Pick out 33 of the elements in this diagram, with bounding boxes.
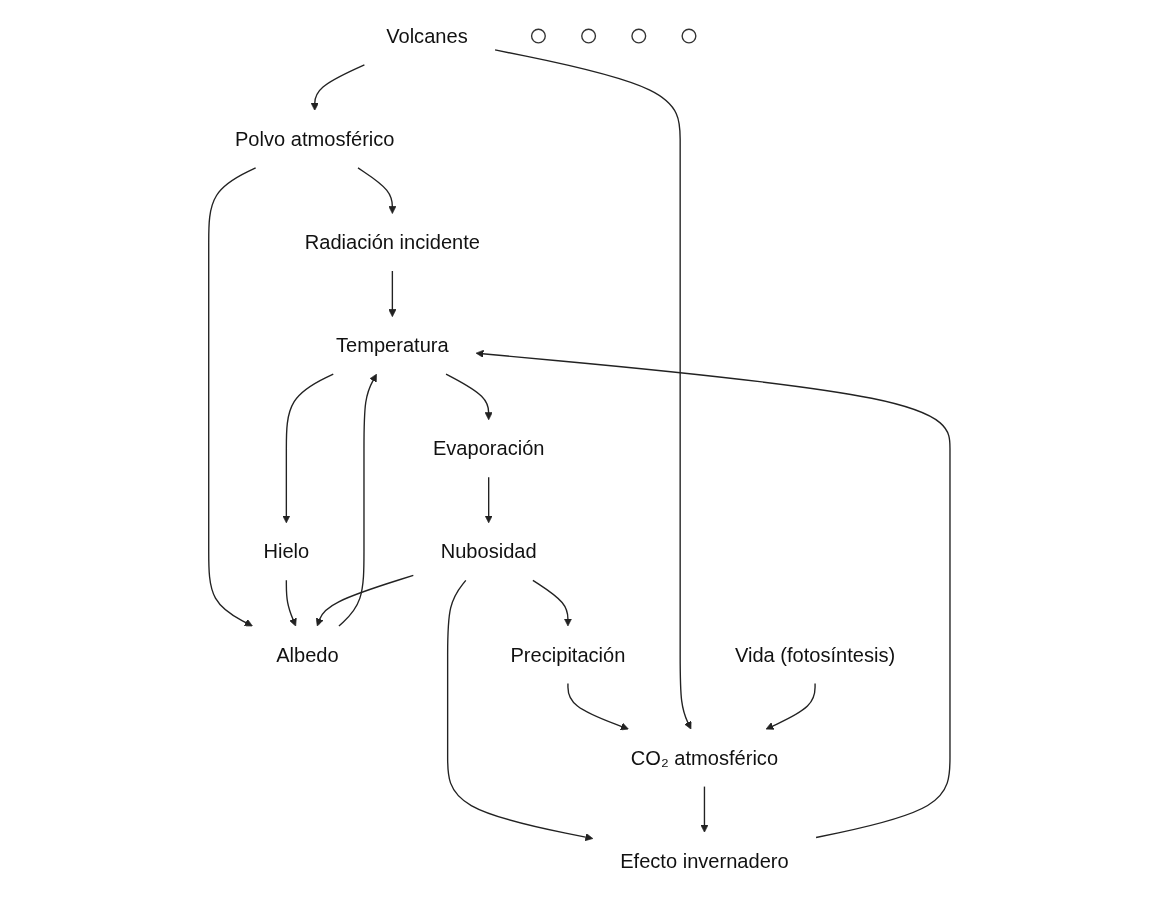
arrow xyxy=(310,64,365,111)
node-text: Temperatura xyxy=(335,333,449,357)
arrow xyxy=(566,682,629,731)
node-text: Radiación incidente xyxy=(304,230,480,254)
arrow xyxy=(315,574,414,627)
node-text: Albedo xyxy=(275,643,339,667)
node-text: Precipitación xyxy=(510,643,626,667)
arrow xyxy=(494,49,692,730)
arrow xyxy=(282,373,334,524)
arrow xyxy=(337,373,377,627)
node-text: Volcanes xyxy=(385,24,468,48)
arrow xyxy=(285,579,297,627)
node-text: Nubosidad xyxy=(440,540,537,564)
node-circle xyxy=(580,28,596,44)
arrow xyxy=(388,270,397,317)
arrow xyxy=(531,579,572,627)
node-text: Efecto invernadero xyxy=(619,849,789,873)
node-text: Polvo atmosférico xyxy=(234,127,395,151)
arrow xyxy=(475,349,951,839)
node-text: Evaporación xyxy=(432,437,545,460)
node-text: Vida (fotosíntesis) xyxy=(734,643,895,667)
node-circle xyxy=(631,28,647,44)
node-text: CO₂ atmosférico xyxy=(630,746,778,770)
arrow xyxy=(357,167,397,214)
arrow xyxy=(484,476,493,524)
arrow xyxy=(765,682,816,730)
node-text: Hielo xyxy=(263,540,309,564)
arrow xyxy=(445,373,493,421)
arrow xyxy=(446,579,593,842)
node-circle xyxy=(530,28,546,44)
arrow xyxy=(700,785,709,833)
arrow xyxy=(207,167,257,627)
node-circle xyxy=(681,28,697,44)
